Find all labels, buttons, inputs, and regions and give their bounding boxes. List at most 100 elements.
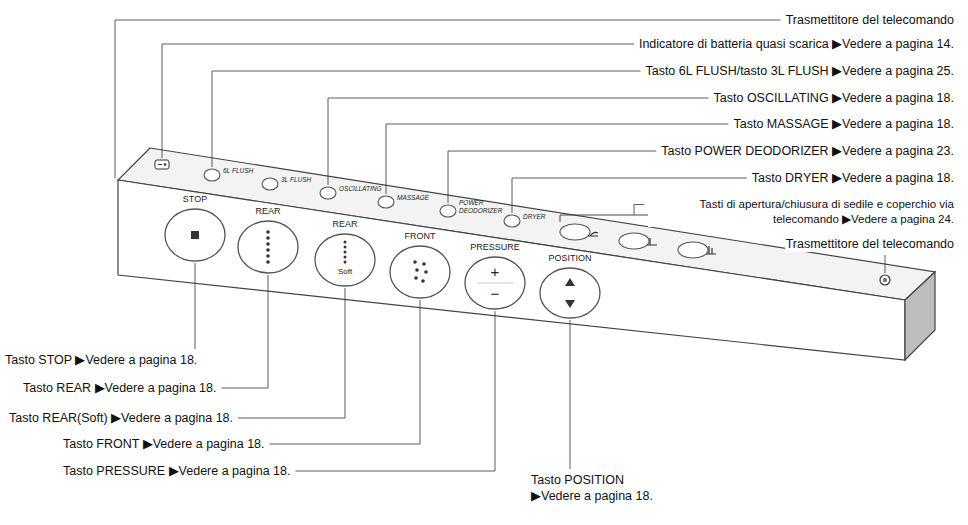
button-label: MASSAGE (397, 194, 429, 202)
button-shape (439, 204, 457, 218)
control-button: REAR (228, 204, 308, 275)
spray-dot (266, 230, 270, 234)
callout-text: Tasto 6L FLUSH/tasto 3L FLUSH ▶Vedere a … (644, 63, 955, 79)
button-outline (238, 221, 298, 273)
callout-text: Trasmettitore del telecomando (785, 12, 955, 28)
leader-line (270, 300, 420, 444)
small-button: OSCILLATING (319, 186, 389, 200)
spray-dot (413, 260, 417, 264)
button-outline (540, 268, 600, 318)
seat-icon (706, 246, 716, 254)
divider (477, 283, 513, 284)
spray-dot (266, 236, 270, 240)
callout-text: Tasto POWER DEODORIZER ▶Vedere a pagina … (660, 143, 955, 159)
leader-line (328, 98, 709, 185)
button-outline (165, 209, 225, 261)
callout-text: Tasti di apertura/chiusura di sedile e c… (648, 197, 955, 227)
button-label: POWER DEODORIZER (459, 199, 499, 214)
button-outline (378, 196, 394, 208)
remote-end-face (905, 272, 935, 360)
button-inner-text: + (455, 263, 535, 281)
battery-indicator-dot (164, 163, 167, 166)
button-inner-text: − (455, 285, 535, 303)
callout-text: Tasto POSITION ▶Vedere a pagina 18. (530, 472, 660, 504)
button-heading: REAR (228, 204, 308, 218)
leader-line (238, 288, 345, 418)
button-outline (320, 187, 336, 199)
leader-line (386, 124, 728, 194)
callout-text: Tasto DRYER ▶Vedere a pagina 18. (751, 170, 955, 186)
control-button: FRONT (380, 229, 460, 300)
control-button: POSITION (530, 251, 610, 320)
small-button: 3L FLUSH (261, 177, 331, 191)
spray-dot (415, 268, 419, 272)
leader-line (296, 311, 496, 471)
spray-dot (266, 242, 270, 246)
control-button: REAR Soft (305, 217, 385, 288)
small-button: MASSAGE (377, 195, 447, 209)
leader-line (448, 151, 656, 203)
button-heading: POSITION (530, 251, 610, 265)
button-shape (503, 214, 521, 228)
stop-symbol (191, 231, 199, 239)
leader-lines (115, 20, 885, 471)
spray-dot (344, 261, 347, 264)
seat-button (678, 242, 708, 258)
transmitter-lens (883, 278, 887, 282)
button-outline (262, 178, 278, 190)
button-heading: PRESSURE (455, 240, 535, 254)
button-label: 6L FLUSH (223, 167, 253, 175)
spray-dot (266, 254, 270, 258)
spray-dot (421, 279, 425, 283)
leader-line (634, 205, 644, 216)
callout-text: Tasto REAR(Soft) ▶Vedere a pagina 18. (8, 410, 234, 426)
spray-dot (344, 256, 347, 259)
button-heading: FRONT (380, 229, 460, 243)
callout-text: Indicatore di batteria quasi scarica ▶Ve… (638, 36, 955, 52)
seat-button (560, 224, 590, 240)
button-outline (440, 205, 456, 217)
spray-dot (344, 246, 347, 249)
spray-dot (266, 248, 270, 252)
button-outline (390, 246, 450, 298)
button-shape (319, 186, 337, 200)
spray-dot (344, 241, 347, 244)
callout-text: Tasto PRESSURE ▶Vedere a pagina 18. (62, 463, 292, 479)
callout-text: Tasto STOP ▶Vedere a pagina 18. (4, 352, 198, 368)
seat-buttons (560, 224, 716, 258)
leader-line (162, 44, 634, 158)
button-outline (504, 215, 520, 227)
spray-dot (344, 251, 347, 254)
button-shape (377, 195, 395, 209)
arrow-symbol (565, 278, 575, 308)
leader-line (570, 320, 571, 469)
small-button: POWER DEODORIZER (439, 204, 509, 218)
callout-text: Tasto FRONT ▶Vedere a pagina 18. (62, 436, 266, 452)
button-inner-text: Soft (305, 267, 385, 277)
small-button: 6L FLUSH (203, 168, 273, 182)
button-label: OSCILLATING (339, 185, 379, 193)
leader-line (212, 71, 640, 167)
battery-indicator-mark (158, 164, 162, 165)
spray-dot (266, 260, 270, 264)
leader-line (885, 255, 886, 273)
seat-icon (647, 238, 657, 245)
seat-icon (588, 232, 598, 236)
button-shape (203, 168, 221, 182)
button-shape (261, 177, 279, 191)
callout-text: Trasmettitore del telecomando (785, 236, 955, 252)
leader-line (221, 275, 268, 388)
seat-button (619, 233, 649, 249)
leader-line (195, 263, 196, 349)
control-button: PRESSURE + − (455, 240, 535, 311)
button-outline (204, 169, 220, 181)
callout-text: Tasto OSCILLATING ▶Vedere a pagina 18. (713, 90, 955, 106)
button-heading: STOP (155, 192, 235, 206)
control-button: STOP (155, 192, 235, 263)
callout-text: Tasto REAR ▶Vedere a pagina 18. (22, 380, 217, 396)
button-heading: REAR (305, 217, 385, 231)
small-button: DRYER (503, 214, 573, 228)
button-label: 3L FLUSH (281, 176, 311, 184)
spray-dot (422, 262, 426, 266)
